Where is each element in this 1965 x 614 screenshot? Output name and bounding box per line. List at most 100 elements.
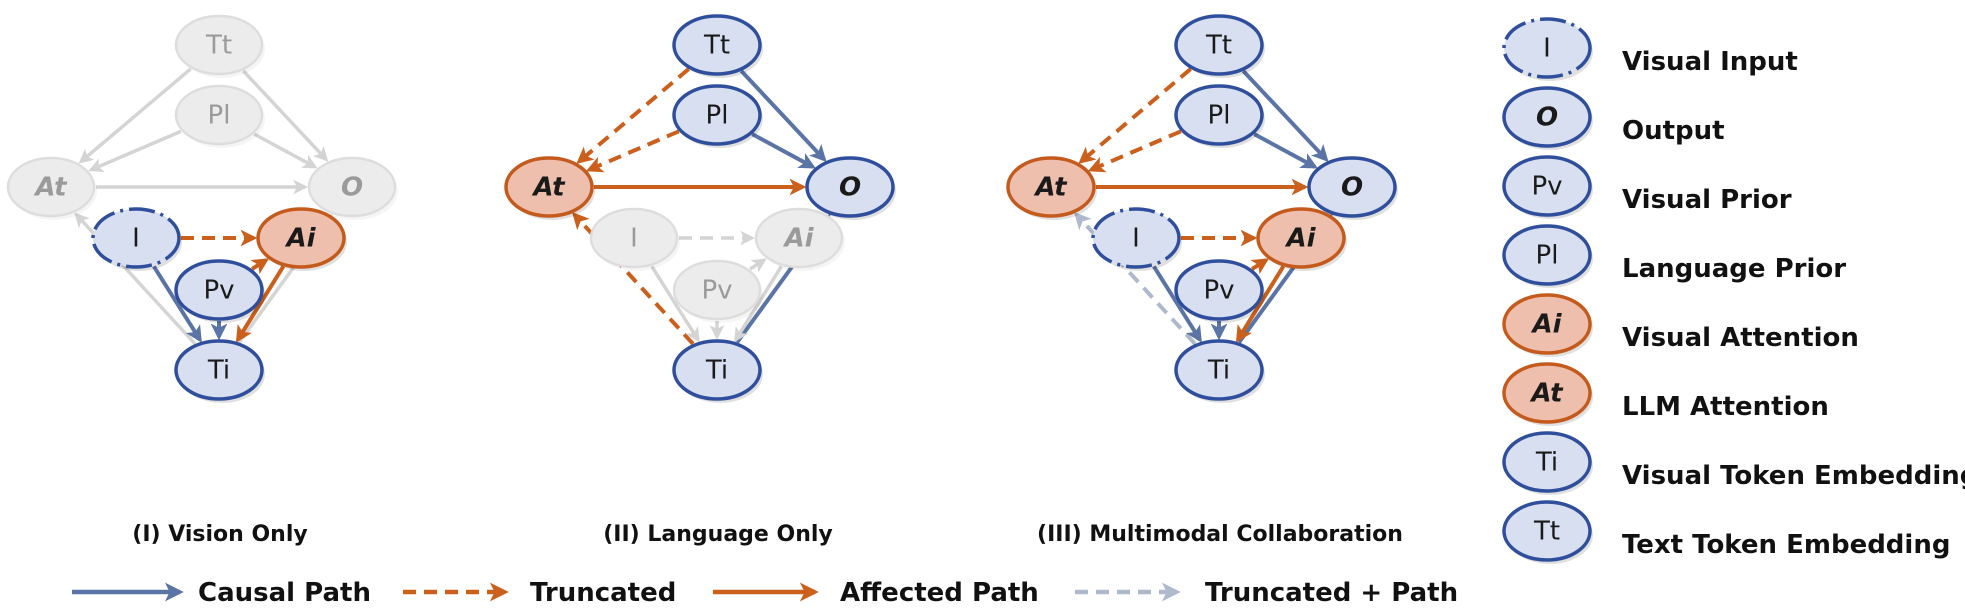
edge-language-only-ti-to-at	[572, 212, 695, 346]
node-language-only-ti: Ti	[672, 339, 763, 403]
edge-language-only-i-to-ti	[650, 265, 700, 343]
node-multimodal-collaboration-at: At	[1006, 156, 1097, 220]
node-legend-ti: Ti	[1502, 431, 1593, 495]
node-vision-only-pv: Pv	[174, 259, 265, 323]
node-multimodal-collaboration-o: O	[1307, 156, 1398, 220]
node-legend-i-shape	[1502, 17, 1592, 79]
node-multimodal-collaboration-pv-label: Pv	[1203, 276, 1234, 306]
node-vision-only-i-shape	[91, 207, 181, 269]
node-legend-label: Visual Token Embedding	[1622, 461, 1965, 491]
edge-legend-item: Affected Path	[713, 578, 1039, 608]
node-language-only-ti-label: Ti	[705, 356, 728, 386]
node-vision-only-i-label: I	[132, 224, 140, 254]
node-legend-pv: Pv	[1502, 155, 1593, 219]
edge-vision-only-pv-to-ai	[250, 258, 270, 275]
node-language-only-i-shape	[589, 207, 679, 269]
node-multimodal-collaboration-pl: Pl	[1174, 84, 1265, 148]
node-language-only-tt-label: Tt	[703, 31, 730, 61]
node-legend-i-label: I	[1543, 34, 1551, 64]
node-language-only-ai: Ai	[754, 207, 845, 271]
node-multimodal-collaboration-pv-shape	[1174, 259, 1264, 321]
node-vision-only-at-label: At	[33, 173, 68, 203]
edge-vision-only-ai-to-ti	[235, 265, 286, 343]
node-vision-only-o-label: O	[341, 173, 363, 203]
node-multimodal-collaboration-tt-shape	[1174, 14, 1264, 76]
node-language-only-i: I	[589, 207, 680, 271]
edge-language-only-tt-to-o	[739, 69, 827, 163]
edge-multimodal-collaboration-tt-to-o	[1241, 69, 1329, 163]
node-legend-item: O Output	[1502, 86, 1725, 150]
edge-legend-item: Truncated + Path	[1075, 578, 1458, 608]
node-language-only-i-label: I	[630, 224, 638, 254]
edge-legend-item: Causal Path	[72, 578, 371, 608]
node-legend-item: At LLM Attention	[1502, 362, 1829, 426]
node-multimodal-collaboration-ai: Ai	[1256, 207, 1347, 271]
node-legend-at-label: At	[1529, 379, 1564, 409]
node-language-only-pl-label: Pl	[706, 101, 729, 131]
node-legend-ai-shape	[1502, 293, 1592, 355]
node-multimodal-collaboration-i-label: I	[1132, 224, 1140, 254]
edge-vision-only-pl-to-at	[88, 129, 182, 172]
node-vision-only-tt-shape	[174, 14, 264, 76]
node-legend-at-shape	[1502, 362, 1592, 424]
node-multimodal-collaboration-i: I	[1091, 207, 1182, 271]
node-language-only-pl-shape	[672, 84, 762, 146]
node-multimodal-collaboration-ti-shape	[1174, 339, 1264, 401]
node-vision-only-pl: Pl	[174, 84, 265, 148]
node-multimodal-collaboration-ti-label: Ti	[1207, 356, 1230, 386]
panel-vision-only-edges	[74, 67, 333, 346]
node-multimodal-collaboration-at-label: At	[1033, 173, 1068, 203]
node-legend-pv-label: Pv	[1531, 172, 1562, 202]
node-language-only-tt-shape	[672, 14, 762, 76]
edges-layer	[74, 67, 1333, 346]
node-legend-label: Visual Input	[1622, 47, 1798, 77]
node-language-only-pv-shape	[672, 259, 762, 321]
node-legend-label: Output	[1622, 116, 1725, 146]
edge-multimodal-collaboration-ai-to-ti	[1235, 265, 1286, 343]
edge-multimodal-collaboration-pl-to-at	[1087, 129, 1182, 173]
node-multimodal-collaboration-ai-shape	[1256, 207, 1346, 269]
node-vision-only-pl-label: Pl	[208, 101, 231, 131]
node-multimodal-collaboration-tt-label: Tt	[1205, 31, 1232, 61]
node-legend-label: LLM Attention	[1622, 392, 1829, 422]
node-vision-only-ti-label: Ti	[207, 356, 230, 386]
node-language-only-pv-label: Pv	[701, 276, 732, 306]
node-vision-only-tt-label: Tt	[205, 31, 232, 61]
node-language-only-pl: Pl	[672, 84, 763, 148]
node-language-only-at: At	[504, 156, 595, 220]
node-legend-ai: Ai	[1502, 293, 1593, 357]
edge-language-only-tt-to-at	[576, 67, 690, 164]
panel-caption: (II) Language Only	[603, 522, 833, 547]
node-multimodal-collaboration-ai-label: Ai	[1284, 224, 1316, 254]
node-language-only-o-label: O	[839, 173, 861, 203]
node-legend-item: Ti Visual Token Embedding	[1502, 431, 1965, 495]
node-legend-o: O	[1502, 86, 1593, 150]
node-legend-ti-label: Ti	[1535, 448, 1558, 478]
node-legend-item: I Visual Input	[1502, 17, 1798, 81]
edge-vision-only-pl-to-o	[253, 132, 318, 169]
node-legend-pl-label: Pl	[1536, 241, 1559, 271]
node-multimodal-collaboration-i-shape	[1091, 207, 1181, 269]
node-vision-only-pv-label: Pv	[203, 276, 234, 306]
node-vision-only-ai-label: Ai	[284, 224, 316, 254]
node-language-only-pv: Pv	[672, 259, 763, 323]
edge-legend-label: Truncated + Path	[1205, 578, 1458, 608]
node-legend-o-shape	[1502, 86, 1592, 148]
node-legend-at: At	[1502, 362, 1593, 426]
node-legend-tt: Tt	[1502, 500, 1593, 564]
node-multimodal-collaboration-ti: Ti	[1174, 339, 1265, 403]
node-vision-only-at: At	[6, 156, 97, 220]
node-vision-only-at-shape	[6, 156, 96, 218]
edge-vision-only-tt-to-at	[78, 67, 192, 164]
node-legend-pv-shape	[1502, 155, 1592, 217]
node-legend-tt-label: Tt	[1533, 517, 1560, 547]
node-vision-only-o: O	[307, 156, 398, 220]
node-vision-only-tt: Tt	[174, 14, 265, 78]
